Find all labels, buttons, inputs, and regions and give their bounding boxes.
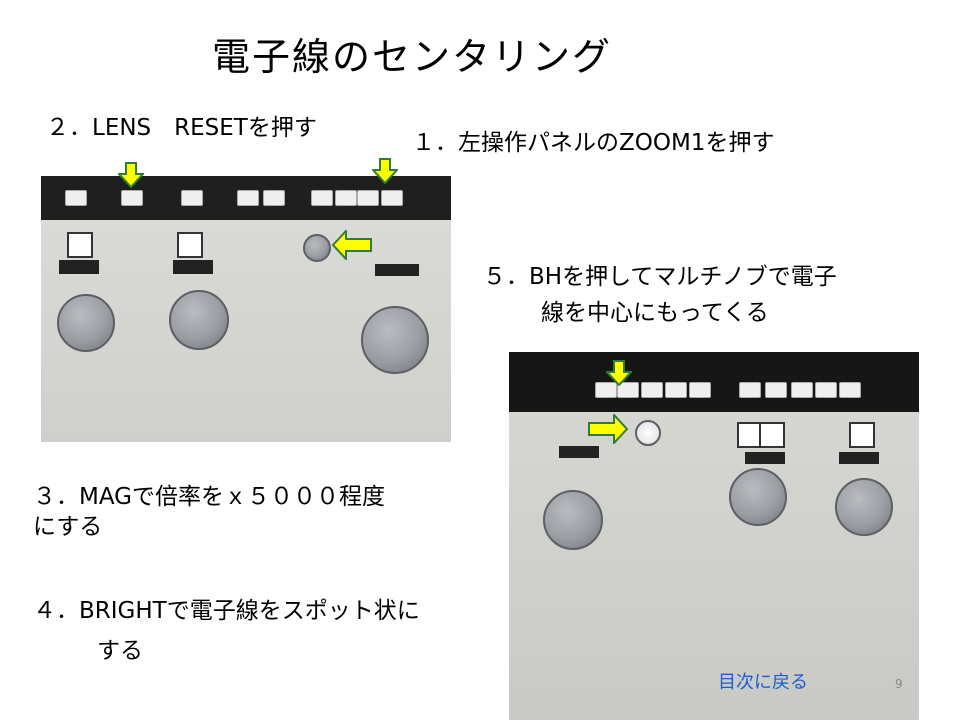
left-knob (543, 490, 603, 550)
panel-display-slot (375, 264, 419, 276)
slide-title: 電子線のセンタリング (212, 35, 613, 79)
panel-button (311, 190, 333, 206)
step-5-line-1: ５．BHを押してマルチノブで電子 (483, 264, 837, 290)
step-3-line-1: ３．MAGで倍率をｘ５０００程度 (33, 484, 385, 510)
panel-button (181, 190, 203, 206)
control-panel-photo-right (509, 352, 919, 720)
arrow-icon (332, 230, 372, 260)
panel-button (263, 190, 285, 206)
panel-display-slot (745, 452, 785, 464)
panel-button (641, 382, 663, 398)
panel-button (595, 382, 617, 398)
bright-knob (169, 290, 229, 350)
arrow-icon (588, 414, 628, 444)
panel-button (665, 382, 687, 398)
arrow-icon (118, 162, 144, 188)
panel-button (65, 190, 87, 206)
step-4-text: ４．BRIGHTで電子線をスポット状に する (33, 596, 513, 666)
middle-knob (729, 468, 787, 526)
step-5-line-2: 線を中心にもってくる (541, 300, 769, 326)
panel-button (739, 382, 761, 398)
step-3-text: ３．MAGで倍率をｘ５０００程度 にする (33, 482, 513, 542)
small-knob (635, 420, 661, 446)
spot-button (237, 190, 259, 206)
arrow-icon (372, 158, 398, 184)
panel-button (815, 382, 837, 398)
step-5-text: ５．BHを押してマルチノブで電子 線を中心にもってくる (483, 262, 913, 328)
panel-square-button (67, 232, 93, 258)
panel-button (839, 382, 861, 398)
panel-button (357, 190, 379, 206)
bh-button (617, 382, 639, 398)
control-panel-photo-left (41, 176, 451, 442)
panel-square-button (759, 422, 785, 448)
panel-display-slot (559, 446, 599, 458)
panel-square-button (849, 422, 875, 448)
back-to-contents-link[interactable]: 目次に戻る (718, 672, 808, 693)
zoom1-button (381, 190, 403, 206)
large-knob (361, 306, 429, 374)
step-3-line-2: にする (33, 514, 103, 540)
step-4-line-2: する (97, 638, 143, 664)
step-2-text: ２．LENS RESETを押す (46, 115, 317, 141)
panel-display-slot (173, 260, 213, 274)
panel-button (765, 382, 787, 398)
panel-square-button (737, 422, 763, 448)
panel-button (791, 382, 813, 398)
panel-button (689, 382, 711, 398)
panel-display-slot (59, 260, 99, 274)
small-knob (303, 234, 331, 262)
panel-display-slot (839, 452, 879, 464)
step-4-line-1: ４．BRIGHTで電子線をスポット状に (33, 598, 420, 624)
panel-button (335, 190, 357, 206)
page-number: 9 (895, 677, 903, 691)
right-knob (835, 478, 893, 536)
step-1-text: １．左操作パネルのZOOM1を押す (412, 130, 775, 156)
mag-knob (57, 294, 115, 352)
panel-square-button (177, 232, 203, 258)
arrow-icon (606, 360, 632, 386)
lens-reset-button (121, 190, 143, 206)
